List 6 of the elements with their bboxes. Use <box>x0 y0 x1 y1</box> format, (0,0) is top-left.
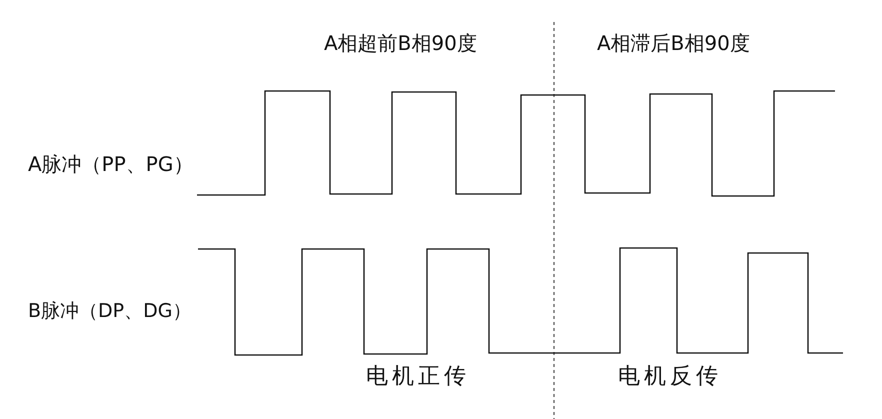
label-text: 电机反传 <box>618 366 722 388</box>
label-text: A相超前B相90度 <box>324 33 477 53</box>
label-text: B脉冲（DP、DG） <box>28 302 192 321</box>
label-text: A脉冲（PP、PG） <box>28 154 194 174</box>
label-text: A相滞后B相90度 <box>597 33 750 53</box>
label-text: 电机正传 <box>366 366 470 388</box>
